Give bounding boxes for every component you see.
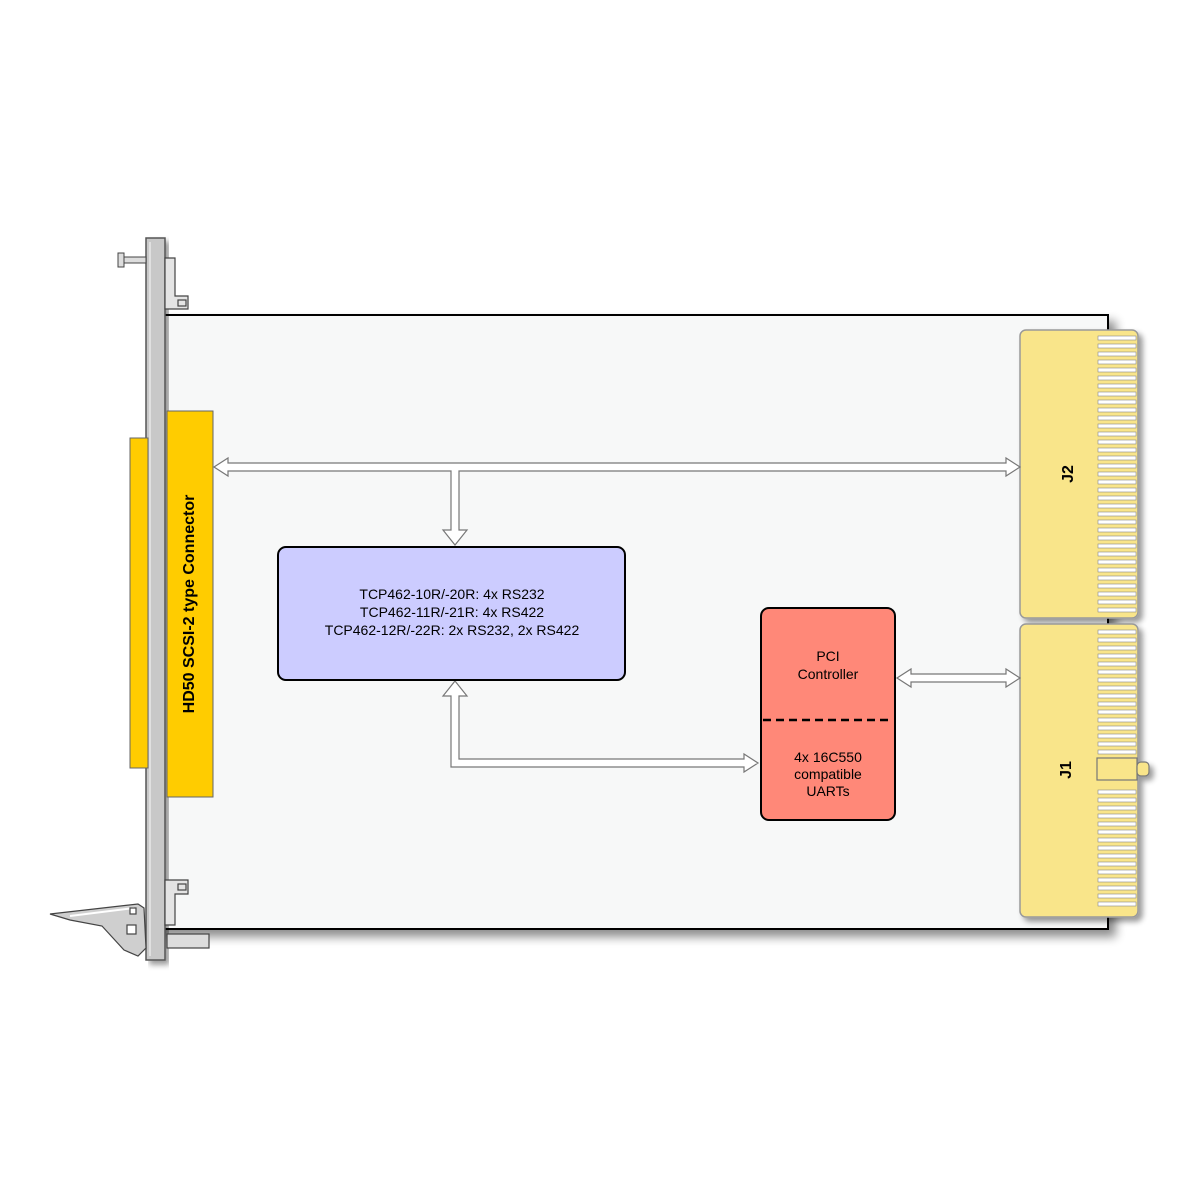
pin-slot — [1097, 431, 1137, 437]
serial-interface-block: TCP462-10R/-20R: 4x RS232 TCP462-11R/-21… — [277, 546, 626, 681]
pin-slot — [1097, 733, 1137, 739]
j2-connector: J2 — [1019, 329, 1139, 619]
pin-slot — [1097, 463, 1137, 469]
pin-slot — [1097, 741, 1137, 747]
pin-slot — [1097, 551, 1137, 557]
pin-slot — [1097, 591, 1137, 597]
pin-slot — [1097, 853, 1137, 859]
pin-slot — [1097, 391, 1137, 397]
pin-slot — [1097, 901, 1137, 907]
pin-slot — [1097, 821, 1137, 827]
pin-slot — [1097, 447, 1137, 453]
pin-slot — [1097, 669, 1137, 675]
pin-slot — [1097, 559, 1137, 565]
pin-slot — [1097, 789, 1137, 795]
pin-slot — [1097, 511, 1137, 517]
pin-slot — [1097, 543, 1137, 549]
uart-line-1: 4x 16C550 — [794, 749, 862, 765]
pin-slot — [1097, 351, 1137, 357]
pin-slot — [1097, 335, 1137, 341]
pin-slot — [1097, 805, 1137, 811]
connector-shell — [129, 437, 149, 769]
pci-j1-bus-arrow — [895, 667, 1022, 689]
pin-slot — [1097, 607, 1137, 613]
j2-label: J2 — [1060, 465, 1077, 483]
pin-slot — [1097, 797, 1137, 803]
pin-slot — [1097, 487, 1137, 493]
pin-slot — [1097, 423, 1137, 429]
pci-controller-line-1: PCI — [816, 648, 839, 664]
pci-controller-line-2: Controller — [798, 666, 859, 682]
serial-uart-bus-arrow — [441, 680, 760, 774]
pin-slot — [1097, 479, 1137, 485]
screw-icon — [117, 252, 147, 268]
pin-slot — [1097, 439, 1137, 445]
pin-slot — [1097, 645, 1137, 651]
j1-label: J1 — [1058, 761, 1075, 779]
pin-slot — [1097, 583, 1137, 589]
pin-slot — [1097, 495, 1137, 501]
pin-slot — [1097, 829, 1137, 835]
pin-slot — [1097, 701, 1137, 707]
pin-slot — [1097, 869, 1137, 875]
serial-line-2: TCP462-11R/-21R: 4x RS422 — [360, 604, 544, 620]
pin-slot — [1097, 861, 1137, 867]
pin-slot — [1097, 599, 1137, 605]
pin-slot — [1097, 519, 1137, 525]
pin-slot — [1097, 693, 1137, 699]
bus-arrows — [212, 456, 1022, 774]
pin-slot — [1097, 527, 1137, 533]
pin-slot — [1097, 471, 1137, 477]
pin-slot — [1097, 383, 1137, 389]
ejector-handle-icon — [49, 903, 147, 957]
pin-slot — [1097, 653, 1137, 659]
pin-slot — [1097, 359, 1137, 365]
pin-slot — [1097, 709, 1137, 715]
top-bracket-icon — [164, 257, 189, 310]
serial-line-1: TCP462-10R/-20R: 4x RS232 — [359, 586, 544, 602]
uart-line-3: UARTs — [806, 783, 849, 799]
pin-slot — [1097, 575, 1137, 581]
pci-uart-block: PCI Controller 4x 16C550 compatible UART… — [760, 607, 896, 821]
pin-slot — [1097, 717, 1137, 723]
pin-slot — [1097, 837, 1137, 843]
connector-j2-bus-arrow — [212, 456, 1022, 546]
pin-slot — [1097, 367, 1137, 373]
connector-label: HD50 SCSI-2 type Connector — [181, 495, 198, 714]
pin-slot — [1097, 343, 1137, 349]
pin-slot — [1097, 455, 1137, 461]
pin-slot — [1097, 375, 1137, 381]
pin-slot — [1097, 685, 1137, 691]
pin-slot — [1097, 877, 1137, 883]
pin-slot — [1097, 813, 1137, 819]
keying-pin-icon — [1096, 757, 1150, 781]
pin-slot — [1097, 725, 1137, 731]
uart-line-2: compatible — [794, 766, 862, 782]
pin-slot — [1097, 661, 1137, 667]
pin-slot — [1097, 893, 1137, 899]
hd50-connector: HD50 SCSI-2 type Connector — [166, 410, 214, 798]
pin-slot — [1097, 415, 1137, 421]
pin-slot — [1097, 535, 1137, 541]
j1-connector: J1 — [1019, 623, 1150, 918]
pin-slot — [1097, 629, 1137, 635]
front-panel — [145, 237, 166, 961]
pin-slot — [1097, 503, 1137, 509]
serial-line-3: TCP462-12R/-22R: 2x RS232, 2x RS422 — [325, 622, 580, 638]
pin-slot — [1097, 749, 1137, 755]
pin-slot — [1097, 845, 1137, 851]
pin-slot — [1097, 567, 1137, 573]
pin-slot — [1097, 885, 1137, 891]
pin-slot — [1097, 399, 1137, 405]
pin-slot — [1097, 407, 1137, 413]
pin-slot — [1097, 677, 1137, 683]
bottom-bracket-icon — [164, 879, 210, 949]
pin-slot — [1097, 637, 1137, 643]
